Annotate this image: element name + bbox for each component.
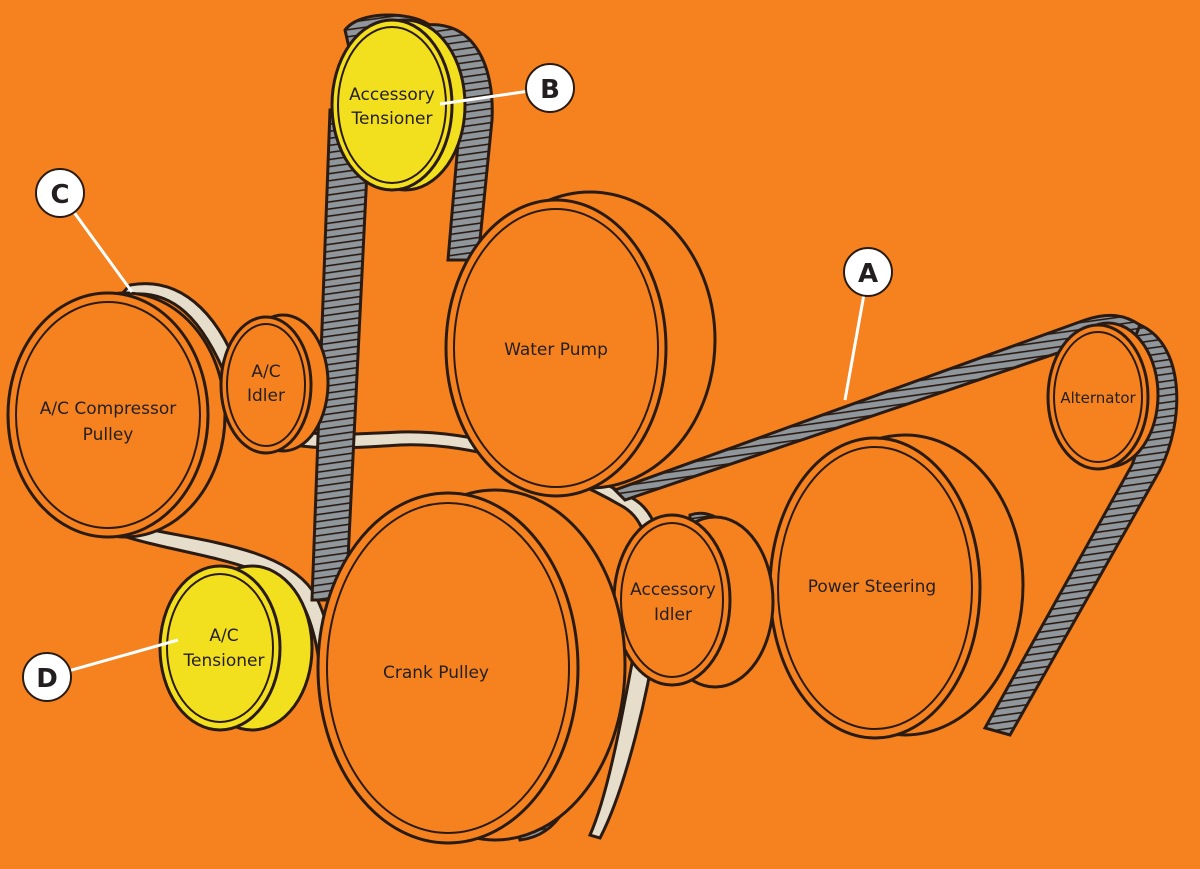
ac-idler-label-1: A/C <box>251 362 280 382</box>
ac-idler-pulley: A/C Idler <box>219 313 330 455</box>
ac-compressor-label-2: Pulley <box>83 425 134 445</box>
callout-c-badge <box>35 168 85 218</box>
accessory-idler-pulley: Accessory Idler <box>612 513 775 689</box>
alternator-pulley: Alternator <box>1046 321 1160 471</box>
callout-c: C <box>35 168 134 293</box>
callout-c-letter: C <box>50 180 69 210</box>
callout-b: B <box>439 63 575 113</box>
accessory-idler-label-2: Idler <box>654 605 692 625</box>
callout-a: A <box>843 247 893 401</box>
power-steering-label: Power Steering <box>808 577 936 597</box>
callout-a-badge <box>843 247 893 297</box>
water-pump-pulley: Water Pump <box>444 190 717 498</box>
accessory-tensioner-pulley: Accessory Tensioner <box>330 18 467 192</box>
callout-d-badge <box>22 652 72 702</box>
callout-d: D <box>22 638 179 702</box>
callout-a-letter: A <box>858 259 878 289</box>
ac-idler-label-2: Idler <box>247 386 285 406</box>
accessory-idler-label-1: Accessory <box>630 580 716 600</box>
accessory-tensioner-label-2: Tensioner <box>351 109 433 129</box>
crank-pulley: Crank Pulley <box>316 488 627 845</box>
accessory-tensioner-label-1: Accessory <box>349 85 435 105</box>
ac-tensioner-label-1: A/C <box>209 626 238 646</box>
ac-tensioner-pulley: A/C Tensioner <box>158 564 314 732</box>
callout-b-letter: B <box>540 75 560 105</box>
ac-tensioner-label-2: Tensioner <box>183 651 265 671</box>
power-steering-pulley: Power Steering <box>768 433 1025 740</box>
alternator-label: Alternator <box>1060 389 1136 407</box>
ac-compressor-pulley: A/C Compressor Pulley <box>6 291 227 539</box>
callout-b-badge <box>525 63 575 113</box>
crank-pulley-label: Crank Pulley <box>383 663 489 683</box>
ac-compressor-label-1: A/C Compressor <box>40 399 176 419</box>
water-pump-label: Water Pump <box>504 340 608 360</box>
callout-d-letter: D <box>36 664 58 694</box>
